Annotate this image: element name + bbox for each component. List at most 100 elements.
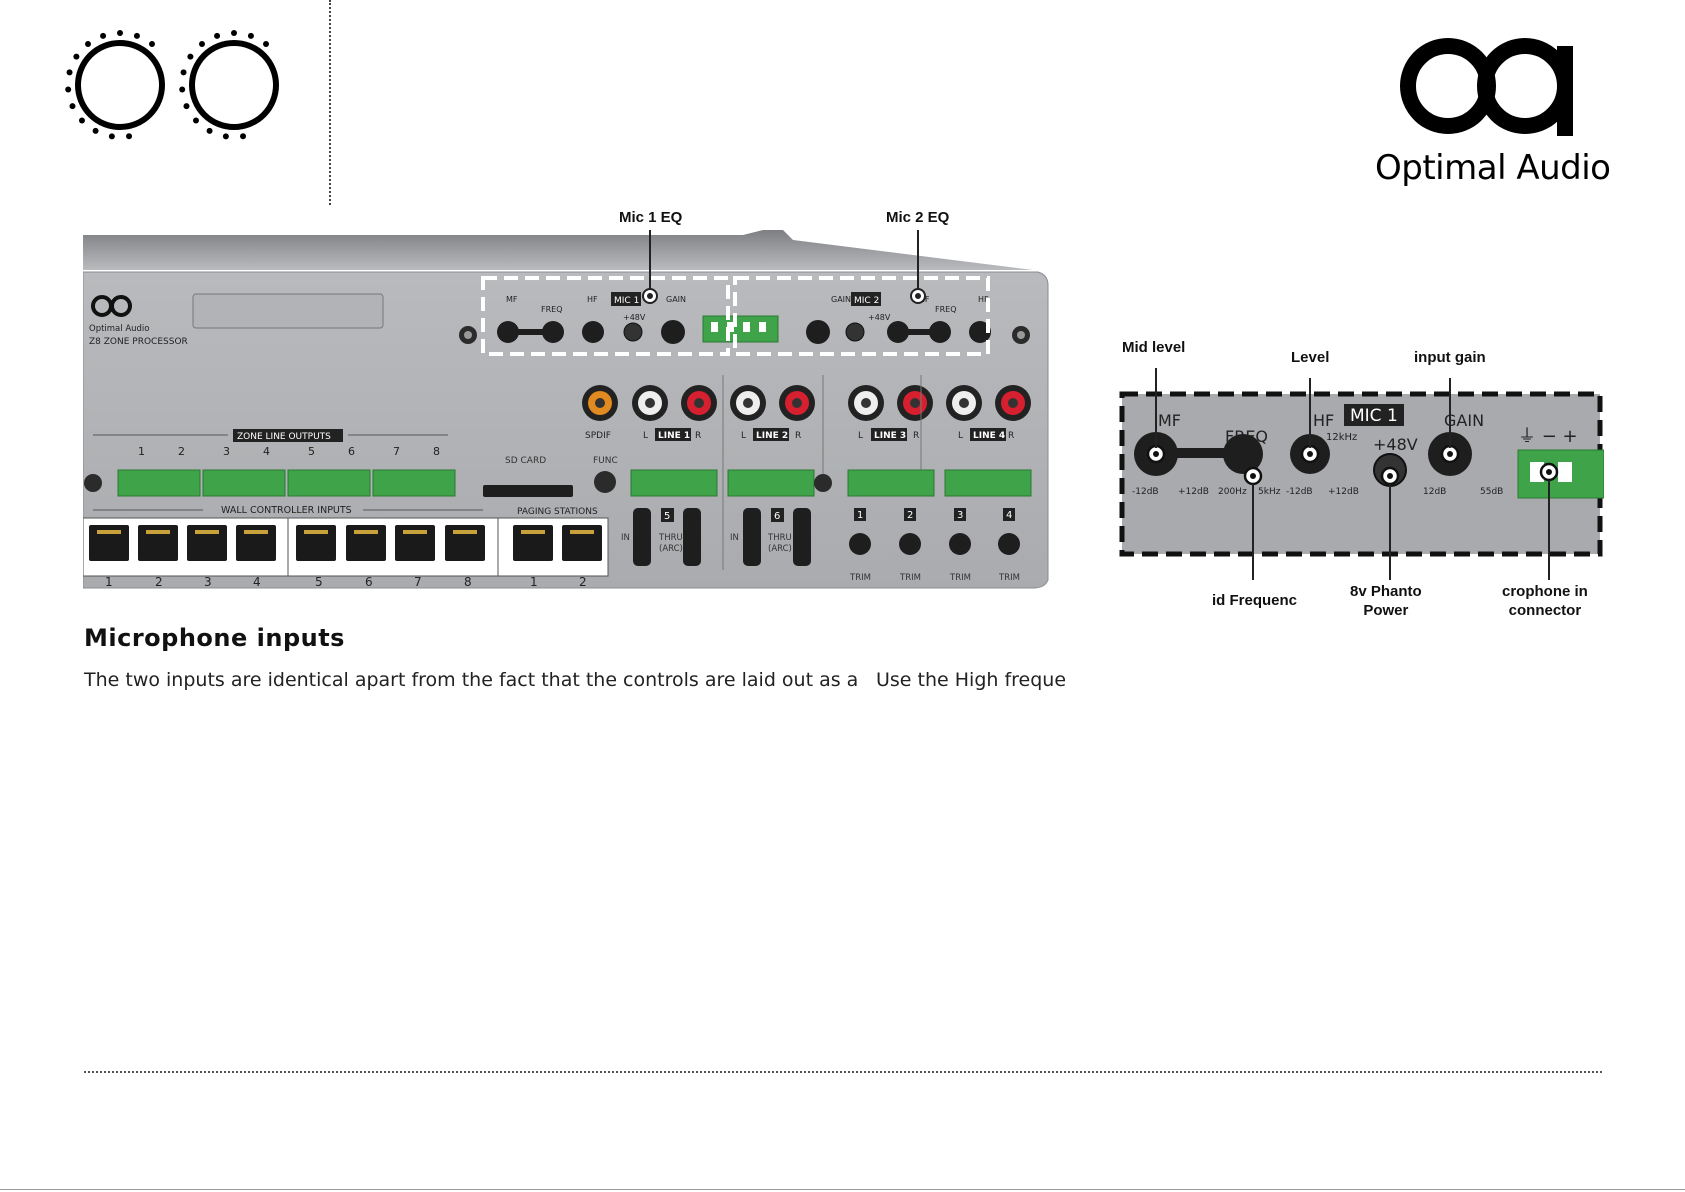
svg-text:1: 1 <box>857 510 863 521</box>
svg-text:LINE 3: LINE 3 <box>874 431 906 441</box>
svg-text:1: 1 <box>105 575 113 589</box>
rear-panel-image: Optimal Audio Z8 ZONE PROCESSOR MF FREQ HF… <box>83 230 1049 589</box>
paging-stations-label: PAGING STATIONS <box>517 507 598 517</box>
svg-text:5: 5 <box>308 445 315 458</box>
callout-line-mid-frequency <box>1252 484 1254 580</box>
svg-text:6: 6 <box>774 511 780 522</box>
svg-text:FREQ: FREQ <box>935 305 957 314</box>
logo-ring-dot <box>231 30 237 36</box>
callout-mic-connector: crophone in connector <box>1502 582 1588 620</box>
wall-controller-label: WALL CONTROLLER INPUTS <box>221 505 352 516</box>
svg-text:SPDIF: SPDIF <box>585 431 611 441</box>
rj45-pins <box>304 530 328 534</box>
svg-text:LINE 1: LINE 1 <box>658 431 690 441</box>
logo-ring-dot <box>65 86 72 93</box>
callout-line-connector <box>1548 480 1550 580</box>
logo-ring-dot <box>240 133 247 140</box>
svg-text:2: 2 <box>907 510 913 521</box>
svg-text:MF: MF <box>506 295 518 304</box>
panel-label-window <box>192 293 384 329</box>
svg-text:+48V: +48V <box>1373 435 1418 454</box>
svg-text:R: R <box>913 431 919 441</box>
brand-logo-icon <box>1400 38 1573 136</box>
svg-text:TRIM: TRIM <box>998 573 1020 583</box>
svg-text:THRU: THRU <box>767 533 792 543</box>
svg-text:+12dB: +12dB <box>1178 487 1209 497</box>
svg-text:FREQ: FREQ <box>541 305 563 314</box>
logo-ring-dot <box>66 69 73 76</box>
logo-ring-dot <box>133 32 140 39</box>
rj45-pins <box>354 530 378 534</box>
sd-card-label: SD CARD <box>505 456 546 466</box>
svg-text:4: 4 <box>263 445 270 458</box>
svg-text:L: L <box>741 431 746 441</box>
rj45-pins <box>244 530 268 534</box>
svg-text:HF: HF <box>587 295 598 304</box>
vertical-divider <box>329 0 331 205</box>
body-paragraph-column-2: Use the High freque <box>876 669 1067 691</box>
svg-text:12dB: 12dB <box>1423 487 1446 497</box>
svg-text:GAIN: GAIN <box>666 295 686 304</box>
svg-text:55dB: 55dB <box>1480 487 1503 497</box>
svg-text:L: L <box>858 431 863 441</box>
func-label: FUNC <box>593 456 618 466</box>
panel-logo-icon <box>91 295 132 317</box>
logo-ring-dot <box>100 32 107 39</box>
svg-text:200Hz: 200Hz <box>1218 487 1247 497</box>
logo-ring-dot <box>180 69 187 76</box>
svg-text:12kHz: 12kHz <box>1326 432 1357 443</box>
horizontal-divider <box>84 1071 1602 1073</box>
logo-ring-dot <box>149 41 156 48</box>
logo-ring-dot <box>78 117 85 124</box>
callout-level: Level <box>1291 349 1330 366</box>
logo-ring-dot <box>214 32 221 39</box>
svg-text:MF: MF <box>1158 411 1181 430</box>
svg-text:6: 6 <box>365 575 373 589</box>
page-logo-rings <box>65 30 279 140</box>
logo-ring-dot <box>69 103 76 110</box>
callout-phantom-line1: 8v Phanto <box>1350 583 1422 600</box>
svg-text:(ARC): (ARC) <box>659 544 683 554</box>
body-paragraph: The two inputs are identical apart from … <box>84 669 859 691</box>
panel-brand-text: Optimal Audio <box>89 324 150 334</box>
callout-connector-line2: connector <box>1508 602 1582 619</box>
callout-connector-line1: crophone in <box>1502 583 1588 600</box>
rj45-pins <box>97 530 121 534</box>
svg-text:L: L <box>643 431 648 441</box>
svg-text:+48V: +48V <box>623 313 646 322</box>
svg-text:R: R <box>795 431 801 441</box>
svg-text:7: 7 <box>414 575 422 589</box>
rj45-pins <box>146 530 170 534</box>
svg-text:3: 3 <box>223 445 230 458</box>
svg-text:8: 8 <box>464 575 472 589</box>
svg-text:3: 3 <box>204 575 212 589</box>
svg-text:+12dB: +12dB <box>1328 487 1359 497</box>
logo-ring-dot <box>84 41 91 48</box>
logo-ring-dot <box>179 86 186 93</box>
logo-ring-dot <box>187 53 194 60</box>
panel-model-text: Z8 ZONE PROCESSOR <box>89 337 188 347</box>
rj45-pins <box>195 530 219 534</box>
svg-text:IN: IN <box>621 533 630 543</box>
svg-text:2: 2 <box>155 575 163 589</box>
svg-text:5: 5 <box>664 511 670 522</box>
svg-text:(ARC): (ARC) <box>768 544 792 554</box>
svg-text:LINE 4: LINE 4 <box>973 431 1005 441</box>
logo-ring-dot <box>206 127 213 134</box>
section-heading: Microphone inputs <box>84 624 345 652</box>
brand-name: Optimal Audio <box>1375 148 1611 188</box>
callout-mic1-eq: Mic 1 EQ <box>619 209 683 226</box>
logo-ring-dot <box>73 53 80 60</box>
zone-outputs-label: ZONE LINE OUTPUTS <box>237 432 331 442</box>
svg-text:+48V: +48V <box>868 313 891 322</box>
callout-mic2-eq: Mic 2 EQ <box>886 209 950 226</box>
svg-text:TRIM: TRIM <box>849 573 871 583</box>
bottom-rule <box>0 1189 1685 1190</box>
logo-ring-dot <box>192 117 199 124</box>
svg-text:4: 4 <box>253 575 261 589</box>
svg-text:MIC 1: MIC 1 <box>1350 406 1398 426</box>
logo-ring-dot <box>198 41 205 48</box>
svg-text:HF: HF <box>978 295 989 304</box>
svg-text:IN: IN <box>730 533 739 543</box>
logo-ring-dot <box>222 133 229 140</box>
